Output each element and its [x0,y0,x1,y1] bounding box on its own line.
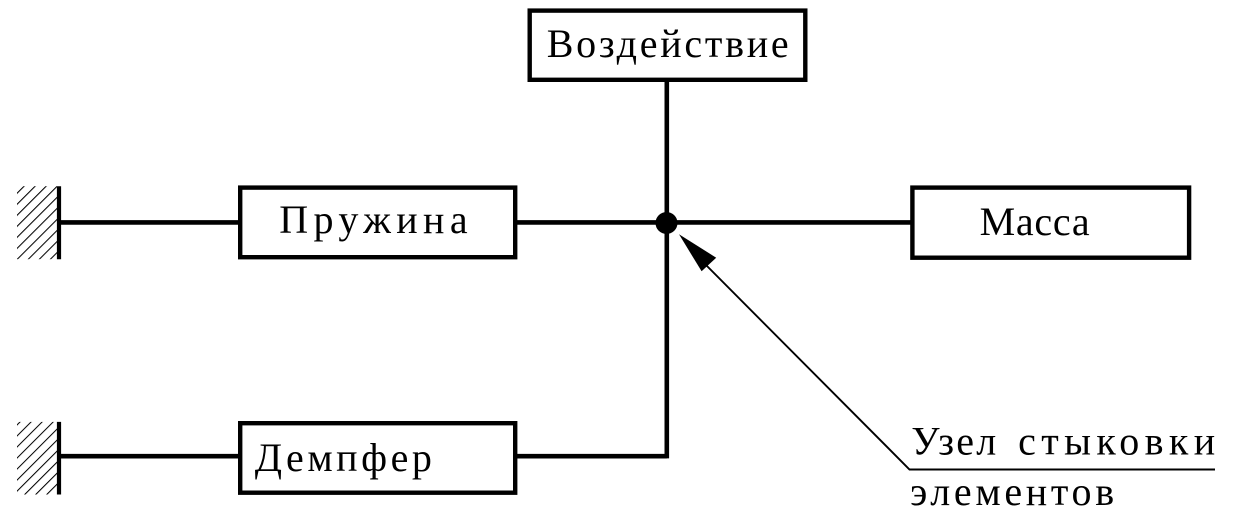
svg-text:Воздействие: Воздействие [547,21,789,66]
svg-text:элементов: элементов [910,469,1114,514]
svg-text:Масса: Масса [980,199,1090,244]
svg-text:Узел: Узел [911,419,996,464]
svg-text:Демпфер: Демпфер [255,435,432,480]
svg-text:стыковки: стыковки [1018,419,1215,464]
svg-text:Пружина: Пружина [279,197,468,242]
